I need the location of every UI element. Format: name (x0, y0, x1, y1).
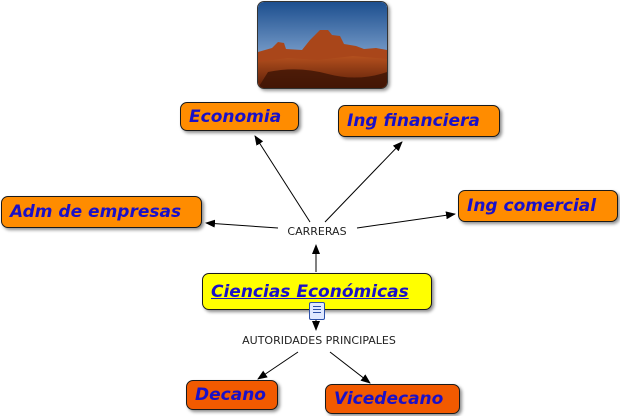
node-decano-label: Decano (195, 385, 266, 405)
document-icon[interactable] (309, 302, 325, 320)
node-vicedecano[interactable]: Vicedecano (325, 384, 460, 414)
connector-carreras-to-ing-financiera (324, 141, 403, 223)
node-economia-label: Economia (189, 106, 282, 127)
node-ing-financiera[interactable]: Ing financiera (338, 105, 500, 137)
connector-carreras-to-ing-comercial (356, 211, 456, 229)
link-label-autoridades: AUTORIDADES PRINCIPALES (224, 334, 414, 347)
node-ing-comercial[interactable]: Ing comercial (458, 190, 618, 222)
node-vicedecano-label: Vicedecano (334, 389, 444, 409)
desert-landscape-image (257, 1, 388, 89)
connector-carreras-to-economia (254, 135, 311, 223)
connector-autoridades-to-vicedecano (329, 351, 371, 384)
node-ciencias-economicas-label[interactable]: Ciencias Económicas (211, 281, 409, 302)
node-ing-financiera-label: Ing financiera (347, 111, 480, 131)
connector-carreras-to-adm-empresas (205, 219, 279, 229)
node-economia[interactable]: Economia (180, 102, 299, 131)
node-adm-empresas[interactable]: Adm de empresas (1, 196, 202, 228)
node-decano[interactable]: Decano (186, 380, 278, 410)
node-adm-empresas-label: Adm de empresas (10, 202, 182, 222)
connector-autoridades-to-decano (257, 351, 299, 380)
link-label-carreras: CARRERAS (279, 225, 355, 238)
node-ing-comercial-label: Ing comercial (467, 196, 597, 216)
